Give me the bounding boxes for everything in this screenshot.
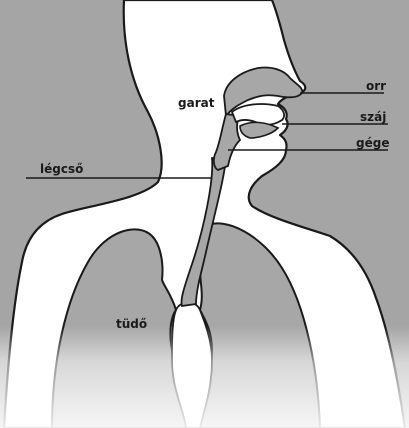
label-szaj: száj [360, 110, 386, 124]
bottom-fade [0, 326, 409, 428]
label-legcso: légcső [40, 162, 83, 176]
label-orr: orr [366, 79, 386, 93]
label-gege: gége [356, 136, 389, 150]
label-garat: garat [178, 96, 215, 110]
